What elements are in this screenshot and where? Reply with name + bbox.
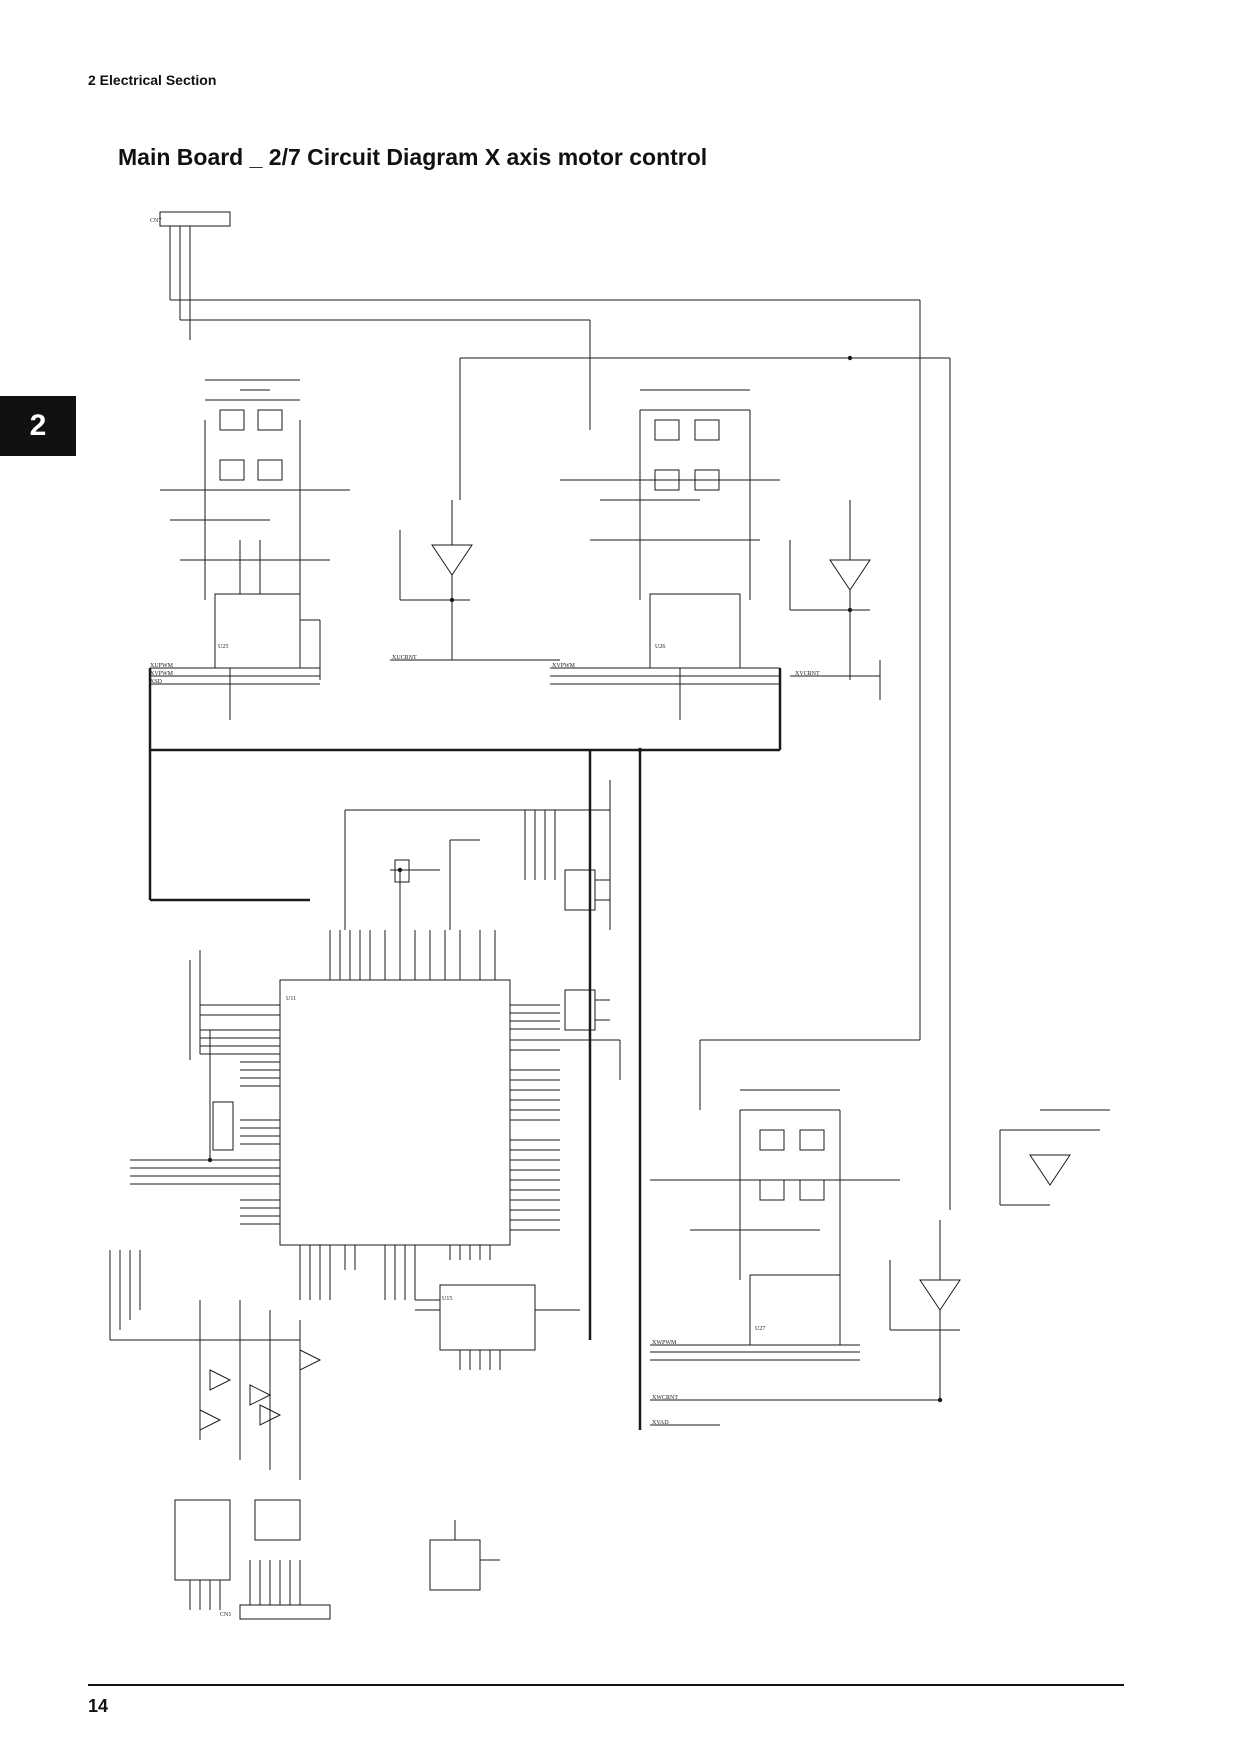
svg-text:U25: U25	[218, 644, 228, 650]
svg-text:U26: U26	[655, 644, 665, 650]
svg-text:XUCRNT: XUCRNT	[392, 655, 417, 661]
ic-u5g	[429, 1539, 481, 1591]
svg-text:XWPWM: XWPWM	[652, 1340, 677, 1346]
ic-u11	[279, 979, 511, 1246]
svg-text:CN1: CN1	[220, 1612, 231, 1618]
chapter-tab: 2	[0, 396, 76, 456]
svg-text:XWCRNT: XWCRNT	[652, 1395, 678, 1401]
page-title: Main Board _ 2/7 Circuit Diagram X axis …	[118, 144, 708, 170]
ic-u26	[649, 593, 741, 669]
svg-text:XVPWM: XVPWM	[150, 671, 174, 677]
svg-text:XVAD: XVAD	[652, 1420, 669, 1426]
ic-u27	[749, 1274, 841, 1346]
svg-text:XUPWM: XUPWM	[150, 663, 174, 669]
page-number: 14	[88, 1696, 109, 1716]
ic-u25	[214, 593, 301, 669]
svg-text:U27: U27	[755, 1326, 765, 1332]
svg-text:U15: U15	[442, 1296, 452, 1302]
connector-cn7	[159, 211, 231, 227]
svg-text:XVCRNT: XVCRNT	[795, 671, 820, 677]
svg-text:XVPWM: XVPWM	[552, 663, 576, 669]
svg-text:U11: U11	[286, 996, 296, 1002]
ic-u15	[439, 1284, 536, 1351]
footer-rule	[88, 1684, 1124, 1686]
section-header: 2 Electrical Section	[88, 72, 217, 88]
svg-text:XSD: XSD	[150, 679, 163, 685]
connector-cn1	[239, 1604, 331, 1620]
svg-text:CN7: CN7	[150, 218, 161, 224]
